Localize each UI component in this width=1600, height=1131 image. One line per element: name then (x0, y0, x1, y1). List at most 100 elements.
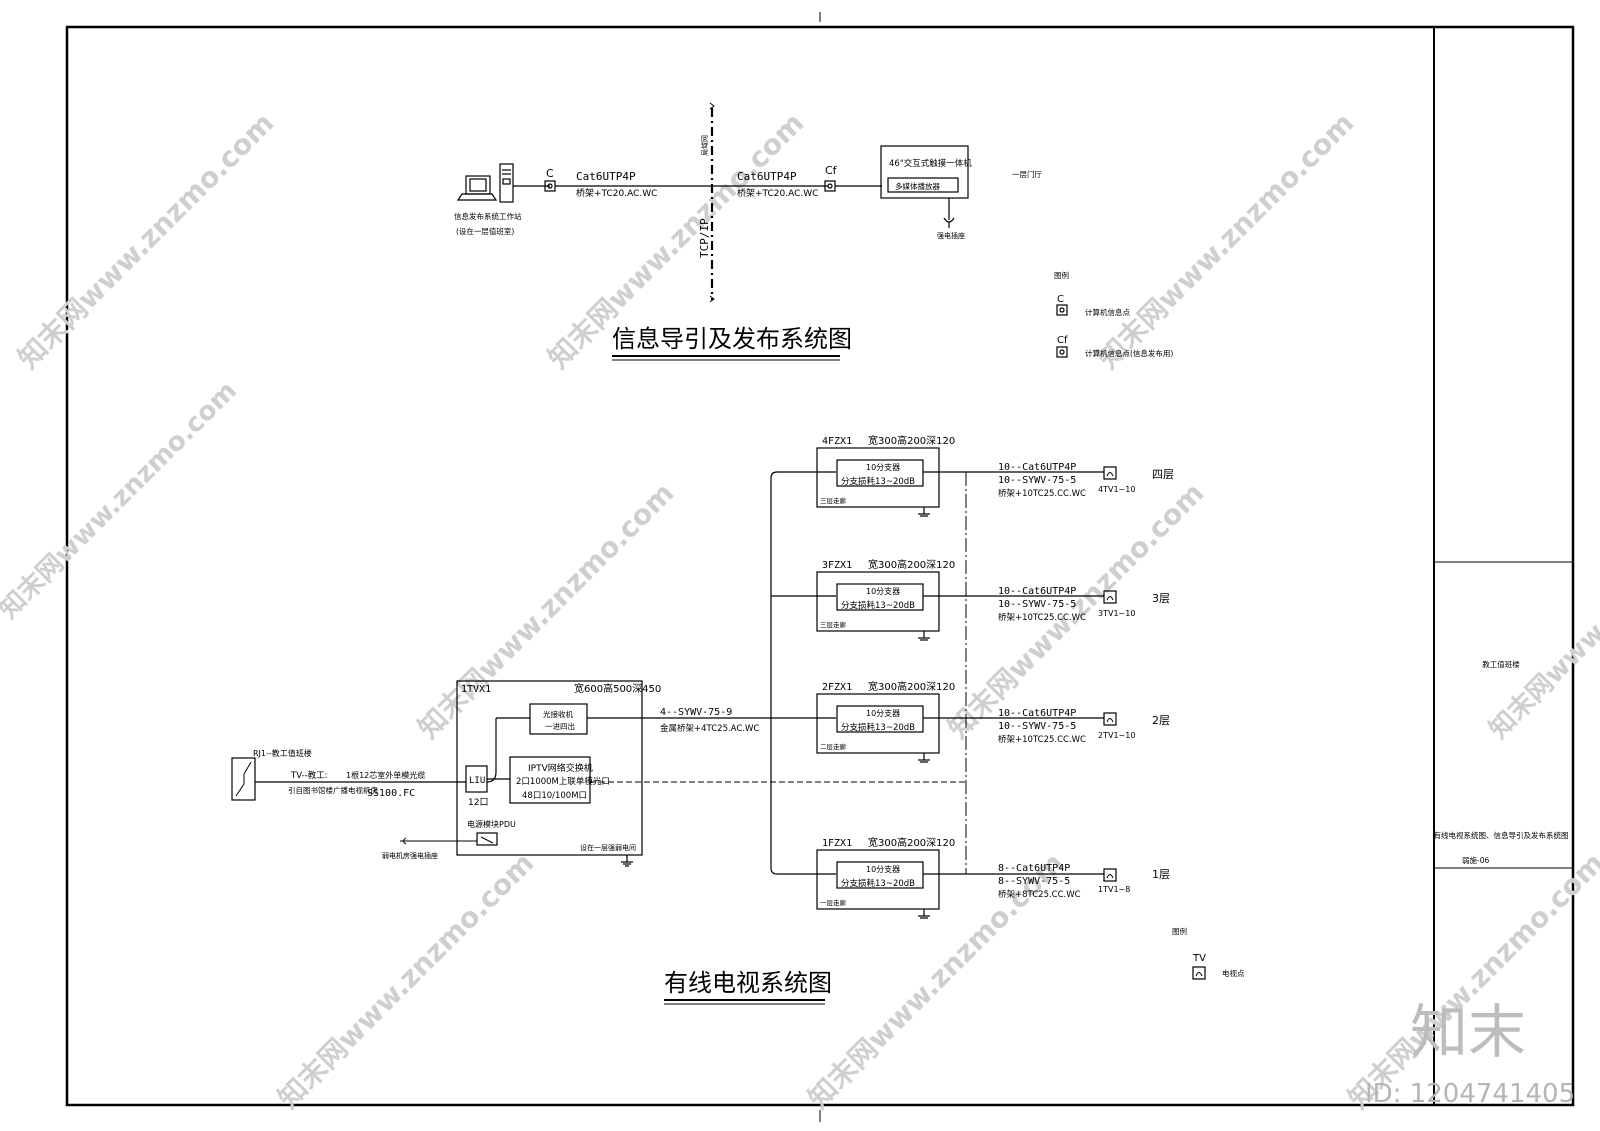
player-label: 多媒体播放器 (895, 181, 940, 191)
socket-label: 弱电机房强电插座 (382, 851, 438, 860)
drawing-name: 有线电视系统图、信息导引及发布系统图 (1434, 830, 1569, 840)
floor-box-location: 三层走廊 (820, 496, 847, 505)
tv-outlet-range: 3TV1~10 (1098, 609, 1135, 618)
floor-label: 3层 (1152, 592, 1170, 605)
incoming-note: 引自图书馆楼广播电视机房 (288, 785, 378, 795)
tv-system-title: 有线电视系统图 (664, 969, 832, 997)
floor-cable-2: 10--SYWV-75-5 (998, 599, 1076, 610)
floor-cable-2: 10--SYWV-75-5 (998, 475, 1076, 486)
floor-cable-2: 10--SYWV-75-5 (998, 721, 1076, 732)
tv-system-text: RJ1--教工值班楼 TV--教工: 1根12芯室外单模光缆 引自图书馆楼广播电… (253, 434, 1245, 997)
floor-box-4fzx1 (816, 447, 940, 508)
pdu-label: 电源模块PDU (467, 819, 516, 829)
legend-c-symbol-label: C (1057, 294, 1064, 305)
main-box-location: 设在一层强弱电间 (580, 843, 636, 852)
workstation-label: 信息发布系统工作站 (454, 211, 522, 221)
optical-receiver-box (529, 703, 588, 735)
floor-label: 四层 (1152, 468, 1174, 481)
floor-box-size: 宽300高200深120 (868, 680, 955, 693)
trunk-conduit: 金属桥架+4TC25.AC.WC (660, 723, 759, 734)
watermark-text: 知末网www.znzmo.com (412, 476, 681, 745)
tv-system (231, 447, 1206, 1005)
main-box-name: 1TVX1 (461, 684, 491, 695)
floor-box-name: 4FZX1 (822, 436, 852, 447)
main-box-size: 宽600高500深450 (574, 682, 661, 695)
floor-box-name: 2FZX1 (822, 682, 852, 693)
tv-outlet-symbol (1103, 590, 1117, 604)
floor-cable-2: 8--SYWV-75-5 (998, 876, 1070, 887)
floor-box-2fzx1 (816, 693, 940, 754)
tv-legend-title: 图例 (1172, 926, 1187, 936)
floor-box-location: 二层走廊 (820, 742, 847, 751)
title-block: 教工值班楼 有线电视系统图、信息导引及发布系统图 弱施-06 (1434, 659, 1569, 865)
legend-c-desc: 计算机信息点 (1085, 307, 1130, 317)
switch-line2: 48口10/100M口 (522, 791, 587, 801)
legend-tv-symbol (1192, 966, 1206, 980)
floor-conduit: 桥架+10TC25.CC.WC (998, 612, 1086, 623)
splitter-label: 10分支器 (866, 708, 900, 718)
floor-conduit: 桥架+8TC25.CC.WC (998, 889, 1081, 900)
watermark-text: 知末网www.znzmo.com (1342, 846, 1600, 1115)
pdu-box (476, 832, 498, 846)
floor-box-name: 3FZX1 (822, 560, 852, 571)
tv-outlet-symbol (1103, 466, 1117, 480)
workstation-icon (456, 163, 514, 203)
touch-display-box (880, 145, 969, 199)
floor-cable-1: 10--Cat6UTP4P (998, 586, 1076, 597)
cable2-type: Cat6UTP4P (737, 170, 797, 183)
splitter-box-3 (836, 583, 924, 611)
media-player-box (887, 177, 959, 193)
floor-box-size: 宽300高200深120 (868, 558, 955, 571)
floor-box-3fzx1 (816, 571, 940, 632)
info-system-title: 信息导引及发布系统图 (612, 325, 852, 353)
incoming-conduit: SS100.FC (367, 788, 415, 799)
splitter-box-4 (836, 459, 924, 487)
tv-outlet-symbol (1103, 868, 1117, 882)
floor-conduit: 桥架+10TC25.CC.WC (998, 488, 1086, 499)
project-name: 教工值班楼 (1482, 659, 1520, 669)
tv-outlet-range: 4TV1~10 (1098, 485, 1135, 494)
watermark-text: 知末网www.znzmo.com (12, 106, 281, 375)
floor-cable-1: 8--Cat6UTP4P (998, 863, 1070, 874)
backbone-top-label: 局域网 (700, 135, 709, 156)
iptv-switch-box (509, 756, 591, 804)
switch-title: IPTV网络交换机 (528, 762, 593, 774)
cable1-conduit: 桥架+TC20.AC.WC (576, 187, 657, 199)
tv-outlet-range: 2TV1~10 (1098, 731, 1135, 740)
liu-label: LIU (469, 776, 485, 786)
info-system (456, 102, 1068, 361)
image-id: ID: 1204741405 (1365, 1079, 1575, 1109)
watermark-text: 知末网www.znzmo.com (272, 846, 541, 1115)
splitter-label: 10分支器 (866, 586, 900, 596)
watermark-layer: 知末网www.znzmo.com 知末网www.znzmo.com 知末网www… (0, 106, 1600, 1115)
source-building-symbol (231, 757, 256, 801)
floor-box-name: 1FZX1 (822, 838, 852, 849)
floor-box-size: 宽300高200深120 (868, 434, 955, 447)
floor-box-1fzx1 (816, 849, 940, 910)
splitter-gain: 分支损耗13~20dB (841, 600, 915, 611)
floor-cable-1: 10--Cat6UTP4P (998, 708, 1076, 719)
drawing-frame (65, 12, 1575, 1122)
liu-ports: 12口 (468, 798, 488, 808)
legend-title: 图例 (1054, 270, 1069, 280)
trunk-cable: 4--SYWV-75-9 (660, 707, 732, 718)
optical-rx-sub: 一进四出 (545, 721, 575, 731)
watermark-text: 知末网www.znzmo.com (1092, 106, 1361, 375)
splitter-gain: 分支损耗13~20dB (841, 878, 915, 889)
splitter-label: 10分支器 (866, 462, 900, 472)
brand-watermark: 知末 ID: 1204741405 (1365, 998, 1575, 1109)
source-name: RJ1--教工值班楼 (253, 748, 312, 758)
legend-cf-desc: 计算机信息点(信息发布用) (1085, 348, 1173, 358)
splitter-gain: 分支损耗13~20dB (841, 722, 915, 733)
floor-box-location: 三层走廊 (820, 620, 847, 629)
splitter-box-1 (836, 861, 924, 889)
power-socket-label: 强电插座 (937, 231, 965, 240)
legend-cf-symbol-label: Cf (1057, 335, 1068, 346)
display-label: 46"交互式触摸一体机 (889, 158, 972, 169)
floor-label: 1层 (1152, 868, 1170, 881)
tv-outlet-symbol (1103, 712, 1117, 726)
incoming-cable: 1根12芯室外单模光缆 (346, 770, 425, 780)
watermark-text: 知末网www.znzmo.com (1484, 496, 1600, 745)
floor-cable-1: 10--Cat6UTP4P (998, 462, 1076, 473)
